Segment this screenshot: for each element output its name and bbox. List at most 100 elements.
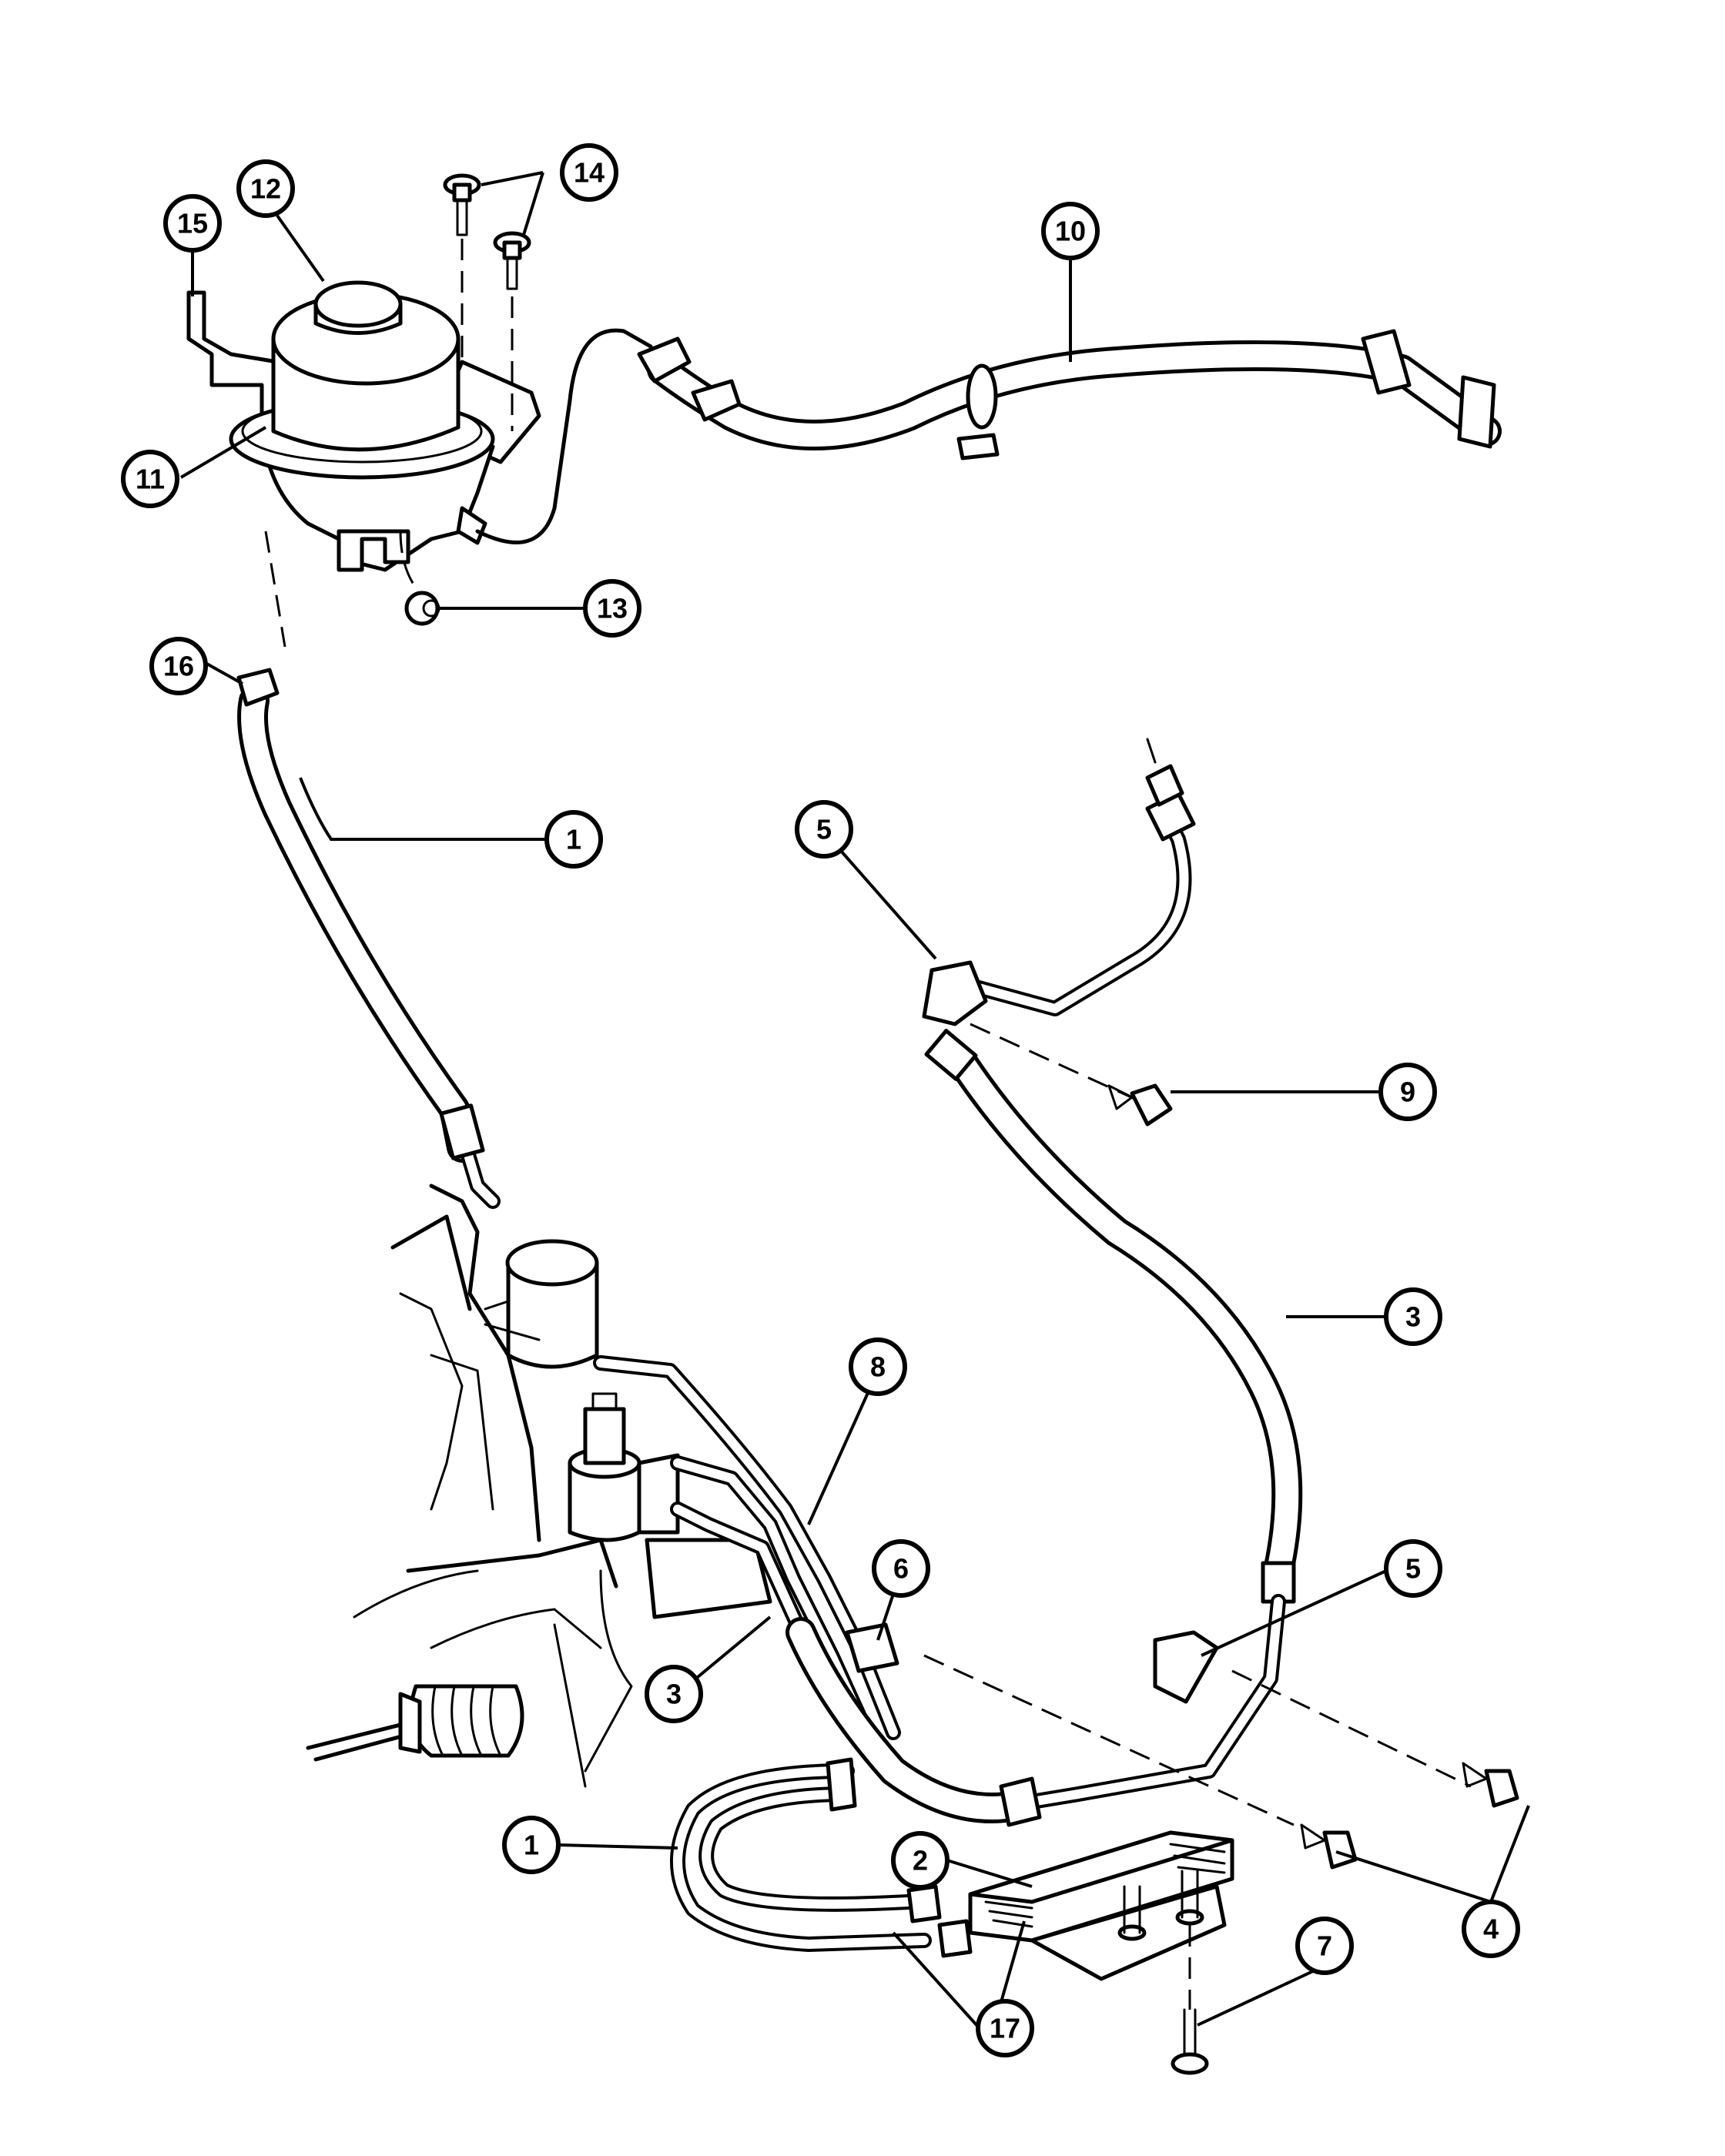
hose-10-clamp-d: [1457, 375, 1496, 449]
leader-5a: [822, 830, 937, 960]
callout-3b: 3: [1384, 1287, 1442, 1346]
leader-16: [203, 661, 243, 685]
bolt-14a: [443, 173, 481, 362]
callout-label: 7: [1317, 1930, 1332, 1962]
callout-8: 8: [849, 1337, 907, 1396]
leader-4a: [1335, 1850, 1492, 1903]
callout-4: 4: [1462, 1900, 1520, 1958]
callout-label: 9: [1400, 1076, 1415, 1108]
callout-label: 6: [893, 1553, 909, 1585]
return-hose-10: [637, 329, 1502, 460]
callout-1a: 1: [544, 810, 603, 869]
leader-14a: [481, 171, 544, 186]
callout-11: 11: [121, 450, 179, 508]
tube-8: [593, 1355, 901, 1748]
return-hose-small: [475, 328, 653, 544]
callout-label: 3: [1405, 1301, 1421, 1333]
callout-14: 14: [560, 143, 618, 202]
callout-label: 4: [1483, 1913, 1499, 1945]
callout-label: 15: [177, 208, 208, 239]
reservoir-bracket: [186, 290, 280, 418]
steering-gear-assembly: [306, 1183, 772, 1788]
callout-10: 10: [1041, 202, 1100, 260]
gear-filter-canister: [506, 1260, 599, 1369]
callout-5b: 5: [1384, 1539, 1442, 1598]
reservoir-bottom-bracket: [337, 529, 410, 572]
leader-3b: [692, 1615, 772, 1682]
leader-17a: [892, 1931, 980, 2028]
leader-14b: [522, 172, 544, 236]
callout-1b: 1: [502, 1816, 561, 1874]
leader-7: [1197, 1970, 1314, 2027]
callout-label: 16: [163, 651, 194, 682]
callouts: 1 1 2 3 3 4 5 5: [121, 143, 1520, 2057]
callout-3a: 3: [645, 1665, 703, 1723]
cooler-line-ferrule-a: [906, 1884, 942, 1923]
hose-10-clamp-b: [691, 379, 742, 422]
callout-2: 2: [891, 1831, 950, 1890]
nut-13: [399, 531, 440, 626]
pressure-hose-1: [236, 668, 501, 1209]
callout-label: 14: [574, 157, 605, 189]
callout-13: 13: [583, 579, 641, 638]
callout-17: 17: [976, 1999, 1034, 2057]
leader-5b: [1201, 1569, 1387, 1657]
leader-8: [807, 1370, 879, 1525]
leader-2: [946, 1859, 1033, 1888]
bolt-4a: [1231, 1669, 1519, 1808]
hose-1-ferrule: [439, 1103, 485, 1160]
bracket-5-upper: [922, 960, 988, 1026]
leader-11: [179, 426, 267, 479]
callout-label: 1: [524, 1830, 539, 1861]
leader-4b: [1489, 1805, 1530, 1903]
hose-3-ferrule-top: [924, 1029, 978, 1081]
reservoir-cap-top: [313, 280, 403, 328]
callout-label: 3: [666, 1679, 682, 1710]
bolt-4b: [923, 1654, 1358, 1870]
callout-6: 6: [872, 1539, 930, 1598]
reservoir-assembly: [186, 173, 653, 648]
clamp-6: [845, 1622, 899, 1673]
hose-10-clamp-a: [637, 336, 692, 383]
callout-label: 11: [136, 464, 165, 495]
leader-lines: [179, 171, 1530, 2028]
callout-label: 2: [913, 1845, 928, 1876]
rack-boot: [306, 1684, 524, 1762]
cooler-lines: [670, 1757, 973, 1958]
bracket-5-lower: [1153, 1630, 1219, 1704]
callout-12: 12: [236, 159, 295, 218]
cooler-line-ferrule-b: [937, 1919, 973, 1958]
callout-7: 7: [1295, 1917, 1354, 1975]
callout-16: 16: [149, 637, 208, 695]
callout-label: 13: [597, 593, 628, 624]
hose-10-clamp-c: [1361, 329, 1412, 395]
hose-3-right: [785, 1029, 1303, 1827]
reservoir-outlet-nipple: [456, 506, 487, 545]
bolt-9: [970, 1023, 1173, 1127]
hose-10-joint: [966, 363, 998, 430]
bolt-14b: [493, 231, 531, 431]
cooler-line-clamp: [826, 1757, 857, 1812]
callout-label: 5: [816, 814, 832, 845]
leader-17b: [1000, 1920, 1026, 2003]
callout-label: 1: [566, 824, 581, 855]
hose-3-lower-ferrule: [999, 1776, 1042, 1827]
leader-1b: [558, 1843, 678, 1850]
hose-1-clamp-16: [236, 668, 280, 707]
callout-label: 5: [1405, 1553, 1421, 1585]
bolt-7: [1171, 1925, 1209, 2075]
leader-1a: [299, 777, 547, 841]
leader-12: [276, 214, 325, 283]
callout-5a: 5: [795, 800, 853, 859]
callout-label: 17: [990, 2013, 1020, 2044]
callout-label: 8: [870, 1351, 886, 1383]
reservoir-to-hose-dash: [264, 531, 286, 648]
callout-15: 15: [163, 194, 222, 253]
callout-label: 12: [250, 173, 281, 205]
hose-10-small-clamp: [956, 433, 1000, 460]
callout-9: 9: [1378, 1063, 1437, 1121]
callout-label: 10: [1055, 216, 1086, 247]
tube-5-upper: [922, 738, 1196, 1026]
cooler-2: [968, 1830, 1234, 1981]
